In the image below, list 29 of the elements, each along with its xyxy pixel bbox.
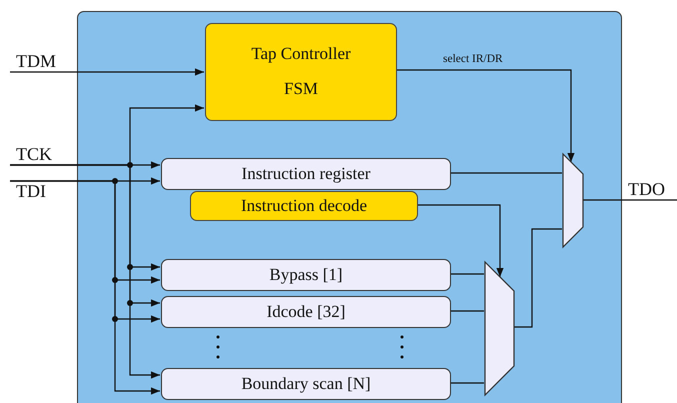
arrow xyxy=(417,204,504,277)
block-title: Bypass [1] xyxy=(269,266,343,284)
decoder-box xyxy=(190,191,418,221)
signal-name: TDI xyxy=(16,182,46,202)
connector-line xyxy=(450,273,484,275)
connector-line xyxy=(450,310,484,312)
register-box xyxy=(161,296,451,328)
block-title: Idcode [32] xyxy=(266,302,346,322)
connector-line xyxy=(582,199,677,201)
signal-name: TDO xyxy=(628,180,665,200)
signal-name: TCK xyxy=(16,145,52,165)
controller-box xyxy=(205,23,397,121)
block-title: Instruction register xyxy=(242,164,370,184)
connector-line xyxy=(450,382,484,384)
connector-line xyxy=(450,172,562,174)
register-box xyxy=(161,368,451,400)
signal-name: TDM xyxy=(16,52,56,72)
block-title: Tap Controller xyxy=(251,45,351,64)
block-title: Boundary scan [N] xyxy=(241,374,371,394)
register-box xyxy=(161,158,451,190)
multiplexer-shape xyxy=(485,262,514,395)
arrow xyxy=(396,69,575,162)
block-title: FSM xyxy=(284,80,318,99)
block-title: Instruction decode xyxy=(240,196,368,216)
multiplexer-shape xyxy=(563,154,583,247)
arrow xyxy=(10,68,204,76)
connector-line xyxy=(513,228,562,328)
register-box xyxy=(161,259,451,291)
chip-panel xyxy=(77,11,622,403)
